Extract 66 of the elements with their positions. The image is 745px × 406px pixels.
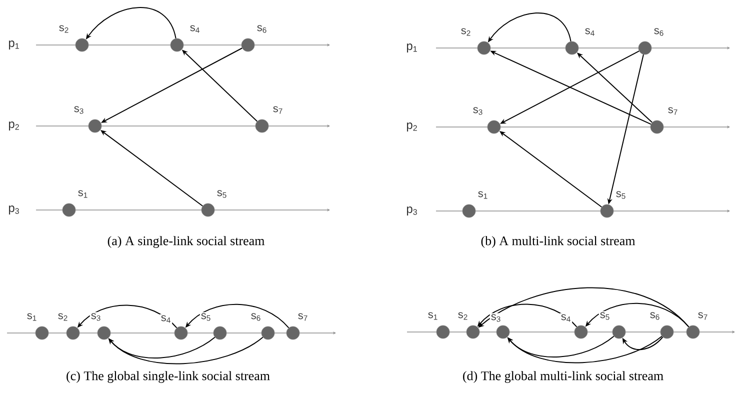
event-dot	[213, 326, 227, 340]
event-dot	[462, 204, 476, 218]
subfigure-caption: (b) A multi-link social stream	[481, 236, 636, 248]
event-label: s$_{6}$	[250, 312, 262, 322]
subfigure-caption: (c) The global single-link social stream	[66, 371, 270, 383]
event-dot	[466, 325, 480, 339]
event-dot	[35, 326, 49, 340]
event-label: s$_{6}$	[256, 24, 268, 34]
event-label: s$_{7}$	[696, 311, 710, 321]
event-label: s$_{1}$	[476, 190, 490, 200]
event-dot	[600, 204, 614, 218]
event-dot	[496, 325, 510, 339]
process-label: p$_{1}$	[8, 40, 19, 50]
event-dot	[565, 41, 579, 55]
event-dot	[686, 325, 700, 339]
event-dot	[638, 41, 652, 55]
event-label: s$_{3}$	[72, 105, 86, 115]
process-label: p$_{1}$	[406, 44, 417, 52]
process-label: p$_{3}$	[8, 206, 19, 214]
event-label: s$_{4}$	[188, 24, 202, 34]
event-dot	[88, 119, 102, 133]
event-label: s$_{1}$	[26, 312, 38, 322]
event-dot	[66, 326, 80, 340]
event-label: s$_{3}$	[472, 106, 484, 116]
event-label: s$_{6}$	[648, 311, 662, 321]
event-dot	[487, 120, 501, 134]
event-label: s$_{1}$	[426, 311, 440, 321]
subfigure-caption: (a) A single-link social stream	[108, 236, 265, 248]
event-label: s$_{4}$	[584, 27, 596, 37]
event-dot	[255, 119, 269, 133]
event-label: s$_{3}$	[90, 312, 102, 322]
event-label: s$_{5}$	[614, 190, 628, 200]
event-dot	[62, 203, 76, 217]
event-label: s$_{5}$	[200, 312, 212, 322]
event-dot	[477, 41, 491, 55]
event-label: s$_{7}$	[296, 312, 310, 322]
event-dot	[174, 326, 188, 340]
process-label: p$_{2}$	[8, 122, 19, 130]
event-dot	[201, 203, 215, 217]
event-label: s$_{2}$	[460, 27, 472, 37]
event-dot	[261, 326, 275, 340]
event-label: s$_{4}$	[560, 313, 572, 323]
event-label: s$_{4}$	[160, 314, 172, 324]
event-label: s$_{7}$	[666, 106, 680, 116]
event-label: s$_{5}$	[598, 311, 612, 321]
event-dot	[574, 325, 588, 339]
event-dot	[75, 38, 89, 52]
event-dot	[241, 38, 255, 52]
event-label: s$_{6}$	[652, 27, 666, 37]
process-label: p$_{2}$	[406, 122, 417, 132]
event-dot	[660, 325, 674, 339]
event-dot	[170, 38, 184, 52]
event-dot	[650, 120, 664, 134]
event-label: s$_{2}$	[58, 24, 70, 34]
event-label: s$_{3}$	[490, 313, 502, 323]
event-dot	[436, 325, 450, 339]
event-label: s$_{1}$	[76, 189, 90, 199]
process-label: p$_{3}$	[406, 206, 417, 216]
event-label: s$_{2}$	[56, 312, 70, 322]
event-label: s$_{5}$	[216, 189, 228, 199]
event-dot	[97, 326, 111, 340]
event-dot	[612, 325, 626, 339]
subfigure-caption: (d) The global multi-link social stream	[463, 371, 664, 383]
event-label: s$_{7}$	[272, 105, 284, 115]
event-label: s$_{2}$	[456, 311, 470, 321]
event-dot	[286, 326, 300, 340]
